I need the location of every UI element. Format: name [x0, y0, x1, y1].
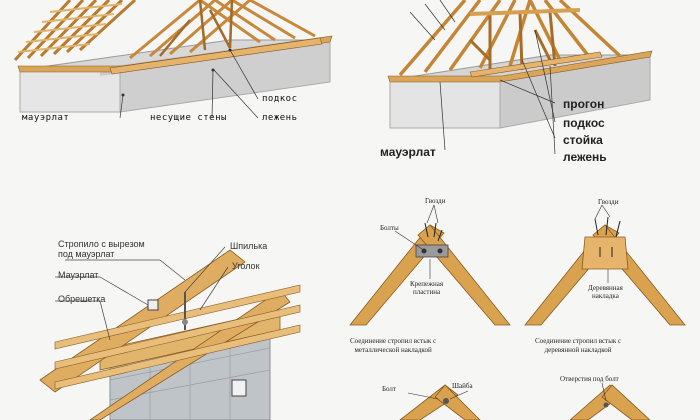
label-nails-right: Гвозди: [598, 198, 619, 206]
mauerlat-joint-diagram: Стропило с вырезом под мауэрлат Шпилька …: [0, 230, 310, 420]
roof-frame-diagram-2: прогон подкос стойка лежень мауэрлат: [350, 0, 700, 175]
roof-frame-drawing-2: [387, 0, 653, 155]
label-rafter-notch-line1: Стропило с вырезом: [58, 239, 145, 249]
label-rafter-notch-line2: под мауэрлат: [58, 249, 115, 259]
label-bolts: Болты: [380, 224, 399, 232]
label-wood: Деревянная накладка: [588, 284, 623, 300]
label-plate-line1: Крепежная: [410, 280, 444, 288]
label-brace: подкос: [563, 116, 605, 130]
label-mauerlat: мауэрлат: [22, 113, 70, 123]
label-lezhen: лежень: [563, 150, 607, 164]
label-bolt: Болт: [382, 385, 396, 393]
caption-wood-plate: Соединение стропил встык с деревянной на…: [535, 337, 621, 355]
rafter-joints-diagram: Гвозди Болты Крепежная пластина Гвозди Д…: [330, 185, 700, 420]
label-stud: Шпилька: [230, 241, 268, 251]
label-lathing: Обрешетка: [58, 294, 106, 304]
label-mauerlat: мауэрлат: [380, 145, 436, 159]
label-rafter-notch: Стропило с вырезом под мауэрлат: [58, 239, 145, 259]
caption-metal-plate: Соединение стропил встык с металлической…: [350, 337, 436, 355]
label-plate: Крепежная пластина: [410, 280, 443, 296]
roof-frame-diagram-1: мауэрлат несущие стены подкос лежень: [0, 0, 340, 140]
label-wood-line1: Деревянная: [588, 284, 623, 292]
label-wood-line2: накладка: [592, 292, 619, 300]
label-washer: Шайба: [452, 382, 473, 390]
caption-right-line1: Соединение стропил встык с: [535, 337, 622, 345]
label-post: стойка: [563, 133, 603, 147]
label-lezhen: лежень: [262, 113, 298, 123]
rafter-joints-drawing: [349, 204, 686, 420]
roof-frame-drawing-1: [13, 0, 333, 119]
label-bolt-hole: Отверстия под болт: [560, 375, 619, 383]
label-bearing-walls: несущие стены: [150, 113, 227, 123]
label-plate-line2: пластина: [412, 288, 441, 296]
caption-left-line1: Соединение стропил встык с: [350, 337, 437, 345]
label-mauerlat: Мауэрлат: [58, 270, 99, 280]
caption-left-line2: металлической накладкой: [354, 346, 432, 354]
caption-right-line2: деревянной накладкой: [544, 346, 612, 354]
label-brace: подкос: [262, 94, 298, 104]
label-corner: Уголок: [232, 261, 260, 271]
mauerlat-joint-drawing: [39, 246, 301, 420]
label-progon: прогон: [563, 97, 605, 111]
label-nails-left: Гвозди: [425, 197, 446, 205]
